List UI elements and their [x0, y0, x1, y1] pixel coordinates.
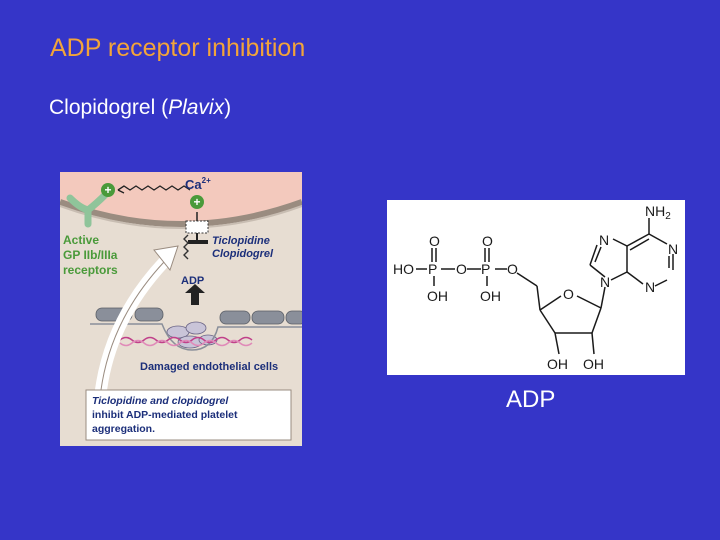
- atom-oh1: OH: [427, 288, 448, 304]
- platelet-cytoplasm: [60, 172, 302, 222]
- subtitle-close-paren: ): [224, 96, 232, 119]
- drug-label-ticlopidine: Ticlopidine: [212, 235, 270, 247]
- callout-line-2: inhibit ADP-mediated platelet: [92, 409, 238, 421]
- structure-bonds: [416, 218, 674, 355]
- endothelial-label: Damaged endothelial cells: [140, 361, 278, 373]
- atom-n7: N: [599, 232, 609, 248]
- atom-o-bridge2: O: [507, 261, 518, 277]
- adp-caption: ADP: [506, 386, 556, 413]
- callout-line-1: Ticlopidine and clopidogrel: [92, 395, 229, 407]
- atom-ho: HO: [393, 261, 414, 277]
- atom-nh2: NH2: [645, 203, 671, 222]
- slide-title: ADP receptor inhibition: [50, 34, 306, 62]
- adp-binding-squiggle: [183, 234, 189, 260]
- slide-subtitle: Clopidogrel (Plavix): [49, 96, 231, 120]
- subtitle-drug-name: Clopidogrel (: [49, 96, 169, 119]
- active-receptors-label: Active: [63, 233, 99, 247]
- gp-receptor-icon: [66, 190, 110, 228]
- adp-label: ADP: [181, 275, 204, 287]
- atom-n3: N: [645, 279, 655, 295]
- svg-text:receptors: receptors: [63, 263, 118, 277]
- svg-text:GP IIb/IIIa: GP IIb/IIIa: [63, 248, 118, 262]
- calcium-label: Ca2+: [185, 176, 211, 192]
- atom-ring-o: O: [563, 286, 574, 302]
- plus-circle-icon: +: [190, 195, 204, 209]
- signal-zigzag: [117, 185, 191, 191]
- callout-line-3: aggregation.: [92, 423, 155, 435]
- up-arrow-icon: [185, 284, 205, 293]
- atom-p2: P: [481, 261, 490, 277]
- svg-text:+: +: [193, 195, 200, 209]
- callout-box: [85, 389, 292, 441]
- atom-n9: N: [600, 274, 610, 290]
- atom-o-top2: O: [482, 233, 493, 249]
- atom-oh4: OH: [583, 356, 604, 372]
- drug-label-clopidogrel: Clopidogrel: [212, 248, 274, 260]
- atom-o-bridge1: O: [456, 261, 467, 277]
- mechanism-illustration: + + Ca2+ Ticlopidine Clopidogrel Active …: [60, 172, 302, 446]
- subtitle-brand-name: Plavix: [168, 96, 225, 119]
- adp-structure-diagram: HO P O P O O O OH OH O OH OH N N N N N N…: [387, 200, 685, 375]
- svg-text:+: +: [104, 183, 111, 197]
- atom-p1: P: [428, 261, 437, 277]
- atom-n1: N: [668, 241, 678, 257]
- curved-arrow: [94, 256, 170, 404]
- atom-oh2: OH: [480, 288, 501, 304]
- arrowhead-icon: [153, 245, 179, 272]
- plus-circle-icon: +: [101, 183, 115, 197]
- atom-o-top1: O: [429, 233, 440, 249]
- collagen-fibers: [119, 336, 253, 347]
- adp-receptor-icon: [185, 220, 209, 234]
- atom-oh3: OH: [547, 356, 568, 372]
